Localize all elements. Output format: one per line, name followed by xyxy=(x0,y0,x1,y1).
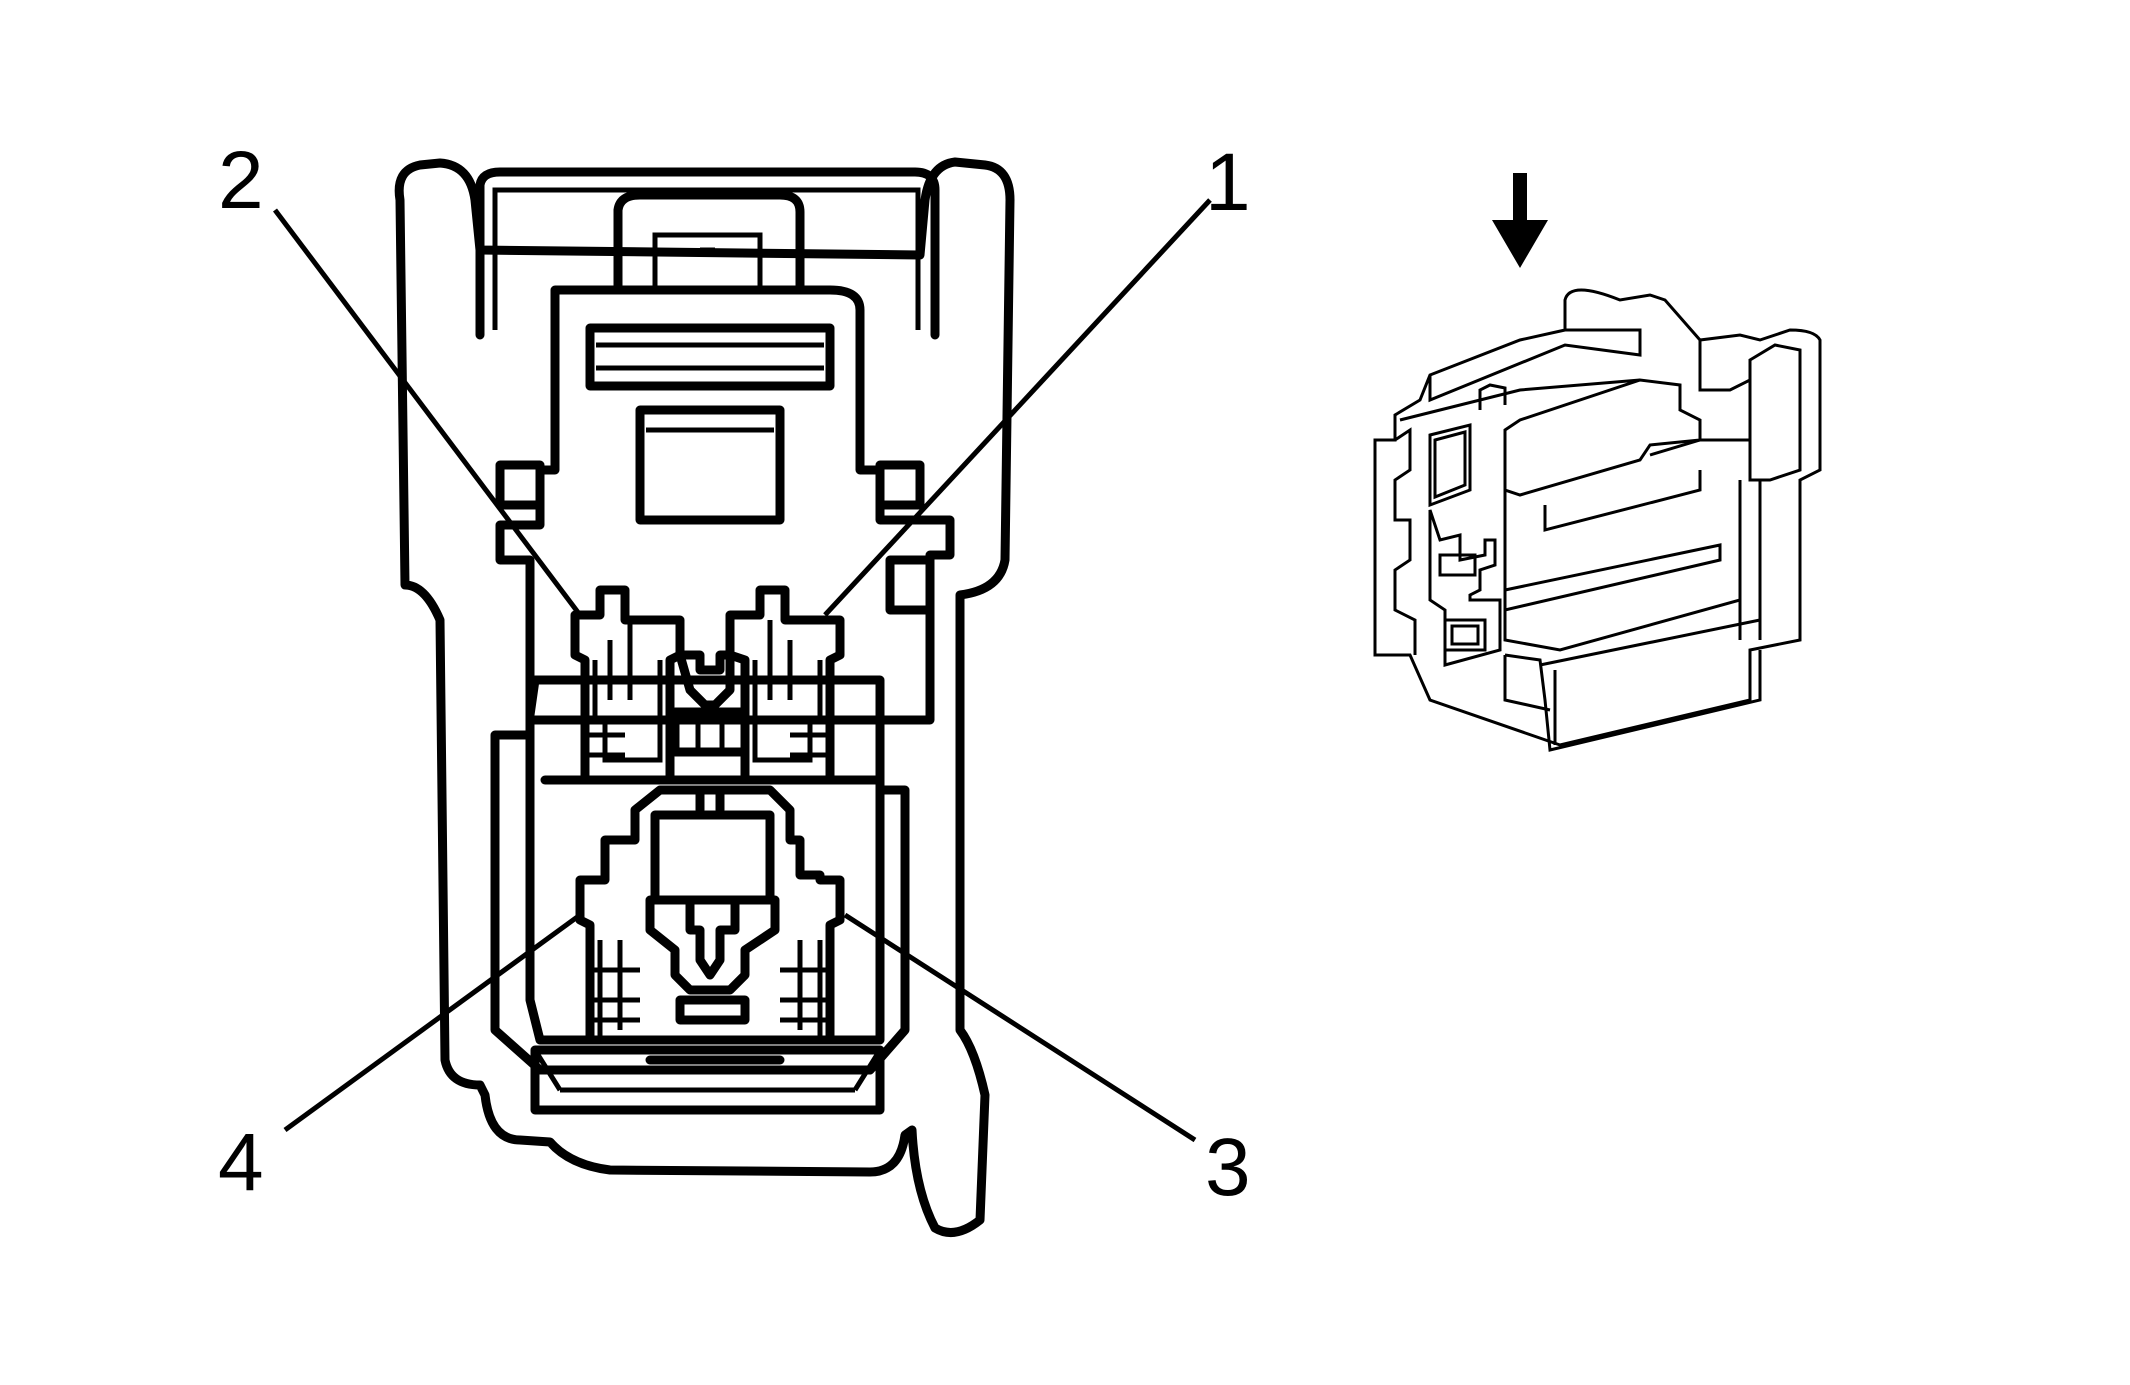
upper-rib xyxy=(585,323,835,391)
cavity-pin-2 xyxy=(570,585,685,785)
bottom-ramp xyxy=(530,1045,885,1115)
cavity-pin-1 xyxy=(725,585,845,785)
pin-label-4: 4 xyxy=(218,1117,264,1208)
top-latch-frame xyxy=(475,167,940,340)
leader-pin-4 xyxy=(283,912,582,1133)
leader-pin-3 xyxy=(843,912,1197,1143)
pin-labels: 2 1 4 3 xyxy=(218,135,1251,1213)
center-window xyxy=(635,405,785,525)
cavity-frame xyxy=(525,675,885,1045)
connector-face-view xyxy=(394,157,1015,1237)
cavity-pin-4 xyxy=(590,940,640,1040)
lower-cavity-housing xyxy=(575,785,845,1045)
cavity-pin-3 xyxy=(780,940,830,1040)
central-body xyxy=(490,285,955,1075)
pin-leaders xyxy=(273,198,1212,1143)
housing-outline xyxy=(394,157,1015,1237)
leader-pin-1 xyxy=(823,198,1212,617)
connector-isometric-view xyxy=(1373,288,1822,752)
pin-label-3: 3 xyxy=(1205,1122,1251,1213)
arrow-down-icon xyxy=(1492,173,1548,268)
leader-pin-2 xyxy=(273,208,582,617)
pin-label-1: 1 xyxy=(1205,137,1251,228)
latch-tab xyxy=(613,190,805,295)
pin-label-2: 2 xyxy=(218,135,264,226)
